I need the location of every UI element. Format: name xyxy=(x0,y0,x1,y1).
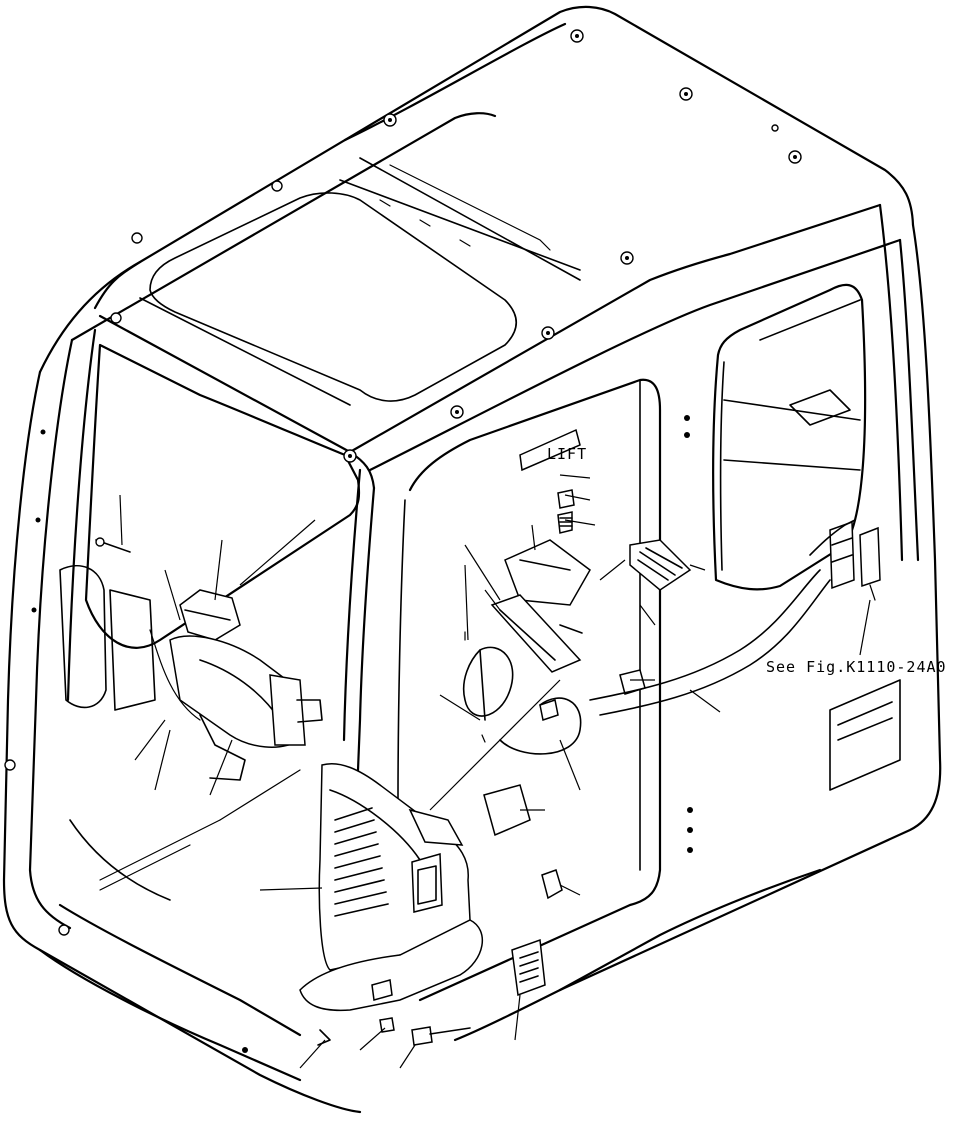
heater-duct-assembly xyxy=(95,537,323,781)
lift-label: LIFT xyxy=(547,445,587,463)
bolt-dots xyxy=(4,29,802,1053)
center-console-parts: LIFT xyxy=(462,428,881,755)
rear-duct-unit xyxy=(299,763,563,1046)
figure-reference-note: See Fig.K1110-24A0 xyxy=(766,658,947,676)
leader-lines xyxy=(119,474,871,1069)
